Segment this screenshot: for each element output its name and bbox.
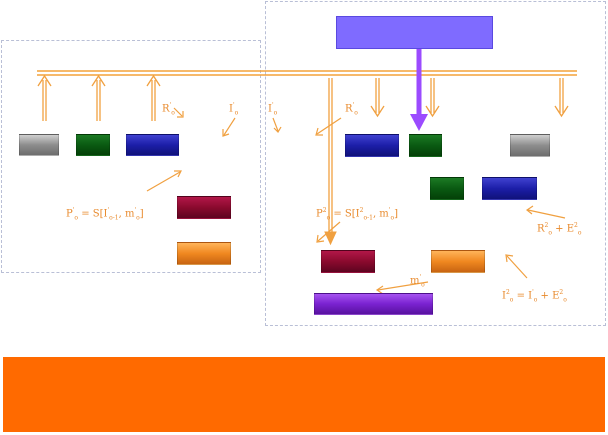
blue-block-right-2	[482, 177, 537, 200]
up-arrow-2	[91, 74, 106, 121]
up-arrow-1	[37, 74, 52, 121]
gray-block-left	[19, 134, 59, 156]
label-right-ie: I2o = I'o + E2o	[502, 289, 567, 304]
maroon-block-left	[177, 196, 231, 219]
label-left-i: I'o	[229, 102, 239, 117]
purple-arrow	[410, 49, 428, 131]
long-down-arrow	[324, 78, 337, 246]
gray-block-right	[510, 134, 550, 157]
down-arrow-1	[370, 78, 385, 118]
green-block-left	[76, 134, 110, 156]
green-block-right-1	[409, 134, 442, 157]
right-panel	[265, 1, 606, 326]
pointer-left-p	[146, 170, 182, 192]
pointer-right-p	[316, 221, 341, 243]
pointer-left-i	[222, 117, 236, 137]
pointer-right-ie	[505, 254, 528, 279]
down-arrow-3	[554, 78, 569, 118]
label-right-i: I'o	[268, 102, 278, 117]
orange-block-left	[177, 242, 231, 265]
label-right-p-equation: P2o = S[I2o-1, m'o]	[316, 207, 398, 222]
left-panel	[1, 40, 261, 273]
blue-block-left	[126, 134, 179, 156]
purple-block-right	[314, 293, 433, 315]
pointer-right-r	[315, 117, 342, 136]
label-left-p-equation: P'o = S[I'o-1, m'o]	[66, 207, 144, 222]
maroon-block-right	[321, 250, 375, 273]
bus-line	[37, 70, 577, 76]
green-block-right-2	[430, 177, 464, 200]
pointer-right-m	[375, 281, 429, 295]
pointer-left-r	[173, 107, 184, 118]
label-right-m: m'o	[410, 274, 425, 289]
up-arrow-3	[146, 74, 161, 121]
pointer-right-i	[272, 117, 282, 133]
bottom-banner	[3, 357, 605, 432]
label-right-re: R2o + E2o	[537, 222, 582, 237]
label-left-r: R'o	[162, 102, 175, 117]
orange-block-right	[431, 250, 485, 273]
pointer-right-re	[525, 205, 566, 219]
down-arrow-2	[425, 78, 440, 118]
top-source-box	[336, 16, 493, 49]
blue-block-right-1	[345, 134, 399, 157]
label-right-r: R'o	[345, 102, 358, 117]
